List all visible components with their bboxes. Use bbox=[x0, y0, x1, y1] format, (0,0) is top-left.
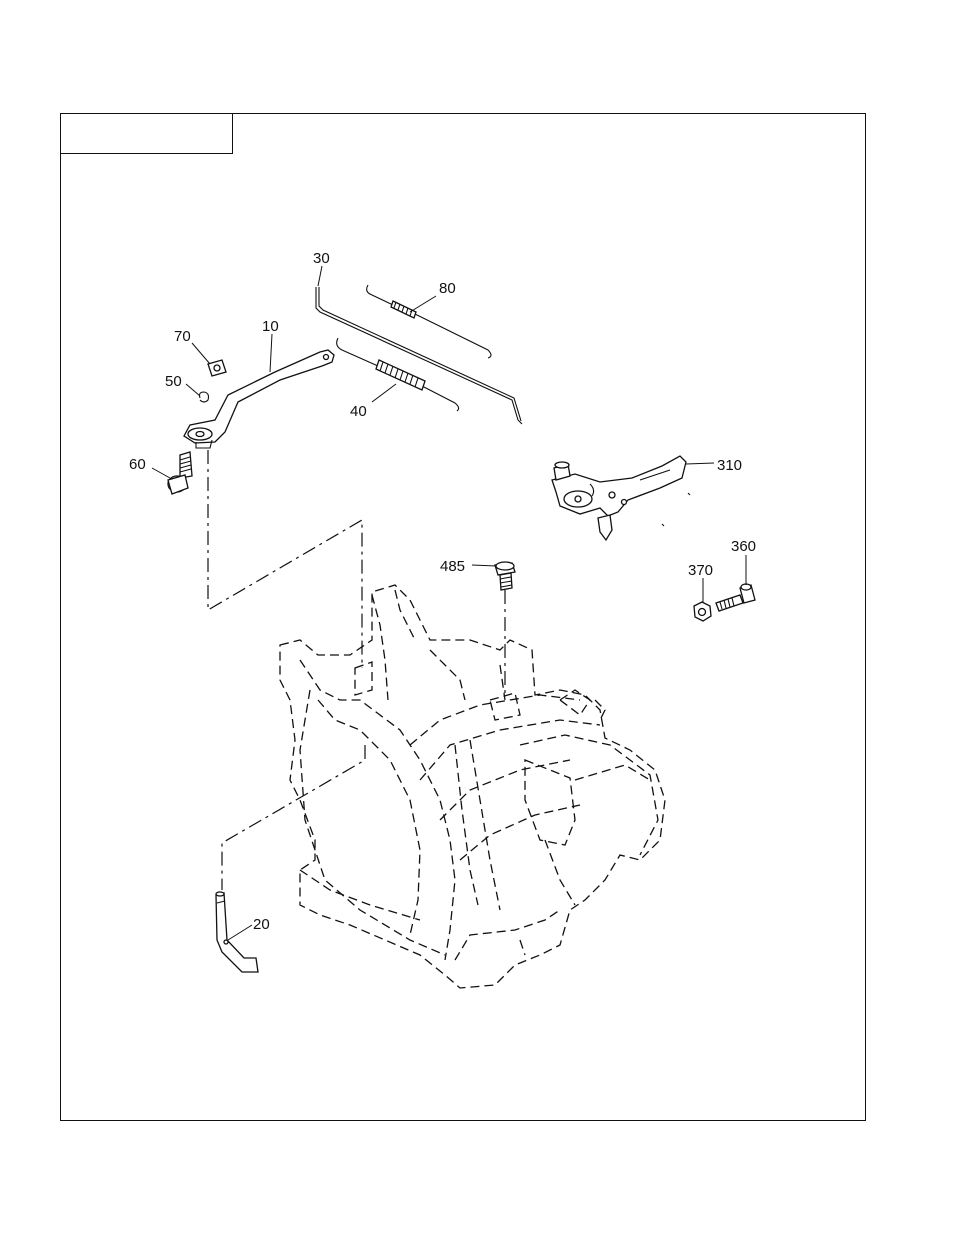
label-310: 310 bbox=[717, 457, 742, 474]
label-50: 50 bbox=[165, 373, 182, 390]
clip-50 bbox=[200, 392, 209, 402]
label-370: 370 bbox=[688, 562, 713, 579]
label-60: 60 bbox=[129, 456, 146, 473]
leader-lines bbox=[152, 266, 746, 940]
nut-370 bbox=[694, 602, 711, 621]
spring-40 bbox=[337, 338, 459, 411]
part-labels: 10 30 80 40 70 50 60 310 360 370 485 20 bbox=[129, 250, 756, 933]
label-80: 80 bbox=[439, 280, 456, 297]
label-10: 10 bbox=[262, 318, 279, 335]
label-360: 360 bbox=[731, 538, 756, 555]
governor-shaft-20 bbox=[216, 892, 258, 972]
label-485: 485 bbox=[440, 558, 465, 575]
spring-80 bbox=[367, 285, 491, 358]
label-40: 40 bbox=[350, 403, 367, 420]
control-bracket-310 bbox=[552, 456, 690, 540]
label-30: 30 bbox=[313, 250, 330, 267]
label-70: 70 bbox=[174, 328, 191, 345]
lever-arm-10 bbox=[184, 350, 334, 448]
assembly-guide-lines bbox=[208, 450, 505, 890]
engine-block-outline bbox=[280, 585, 665, 988]
bolt-60 bbox=[168, 452, 192, 494]
bolt-485 bbox=[495, 562, 515, 590]
bolt-360 bbox=[716, 584, 755, 611]
label-20: 20 bbox=[253, 916, 270, 933]
nut-70 bbox=[208, 360, 226, 376]
